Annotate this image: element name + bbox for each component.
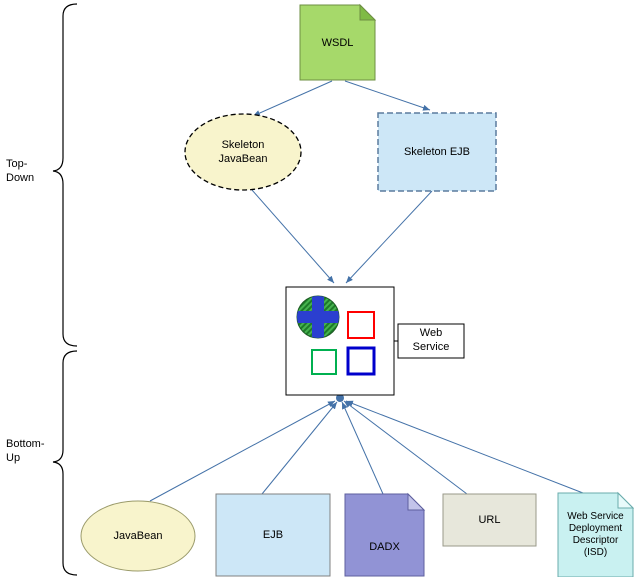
wsdl-fold-corner xyxy=(359,3,377,21)
top-down-connectors xyxy=(251,80,433,284)
blue-square-icon xyxy=(346,346,376,376)
green-square-icon xyxy=(311,349,337,375)
bottom-up-brace xyxy=(52,350,78,576)
connector-skeleton-ejb-to-web-service xyxy=(345,190,433,284)
connector-wsdl-to-skeleton-ejb xyxy=(344,80,431,111)
wsdl-node-shape xyxy=(299,4,376,81)
globe-icon xyxy=(296,295,340,339)
connector-url-to-web-service xyxy=(343,400,468,495)
ejb-node-shape xyxy=(215,493,331,577)
connector-ejb-to-web-service xyxy=(261,401,338,495)
isd-fold-corner xyxy=(617,491,634,509)
bottom-up-connectors xyxy=(149,400,584,502)
bottom-up-junction-dot xyxy=(336,394,344,402)
connector-wsdl-to-skeleton-javabean xyxy=(252,80,333,117)
web-service-node-shape xyxy=(285,286,395,396)
top-down-section-label: Top- Down xyxy=(6,158,35,184)
connector-dadx-to-web-service xyxy=(341,401,384,495)
connector-skeleton-javabean-to-web-service xyxy=(251,189,335,284)
javabean-node-shape xyxy=(80,500,196,572)
top-down-brace xyxy=(52,3,78,347)
web-service-label-box xyxy=(397,323,465,359)
bottom-up-section-label: Bottom- Up xyxy=(6,438,45,464)
isd-node-shape xyxy=(557,492,634,577)
dadx-fold-corner xyxy=(407,492,426,511)
connector-isd-to-web-service xyxy=(345,400,584,494)
skeleton-ejb-node-shape xyxy=(377,112,497,192)
dadx-node-shape xyxy=(344,493,425,577)
url-node-shape xyxy=(442,493,537,547)
skeleton-javabean-node-shape xyxy=(184,113,302,191)
connector-javabean-to-web-service xyxy=(149,400,336,502)
red-square-icon xyxy=(347,311,375,339)
